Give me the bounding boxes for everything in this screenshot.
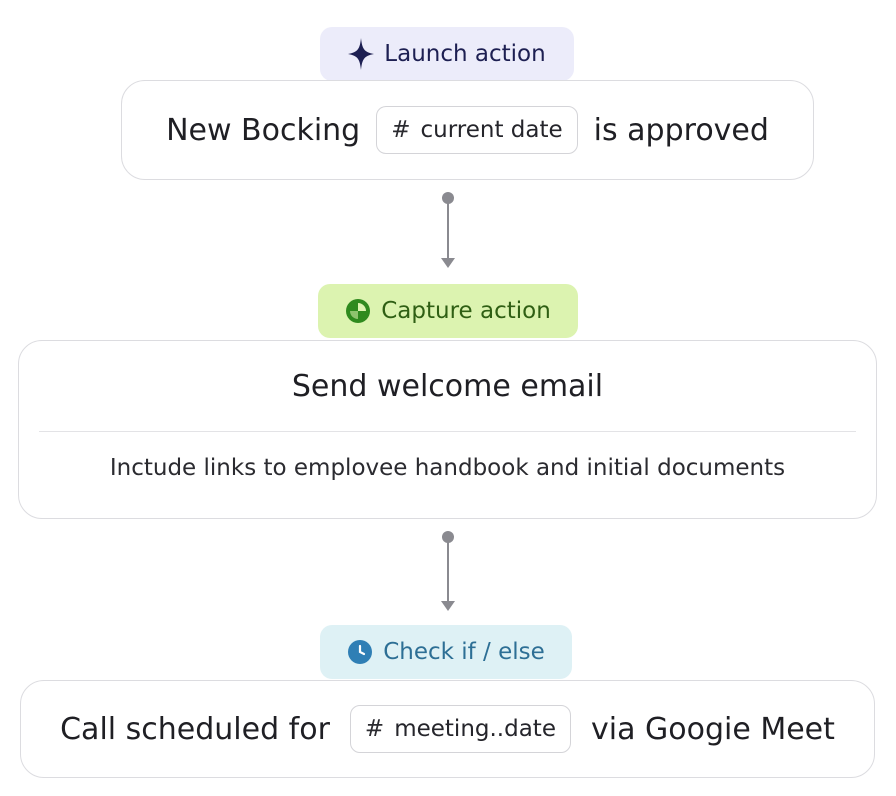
trigger-card[interactable]: New Bocking # current date is approved [121,80,814,180]
clock-icon [347,639,373,665]
check-if-else-badge[interactable]: Check if / else [320,625,572,679]
email-title: Send welcome email [291,369,604,404]
launch-action-label: Launch action [384,41,546,67]
hash-icon: # [364,716,385,742]
trigger-text-after: is approved [593,112,769,148]
token-label: current date [420,117,563,143]
capture-action-label: Capture action [381,298,551,324]
check-if-else-label: Check if / else [383,639,545,665]
pie-chart-icon [345,298,371,324]
meeting-text-before: Call scheduled for [60,711,330,747]
connector-arrow [441,192,455,268]
meeting-card[interactable]: Call scheduled for # meeting..date via G… [20,680,875,778]
token-label: meeting..date [394,716,556,742]
hash-icon: # [391,117,411,143]
sparkle-icon [348,38,375,70]
meeting-date-token[interactable]: # meeting..date [349,705,571,753]
trigger-text-before: New Bocking [166,112,361,148]
email-card[interactable]: Send welcome email Inctude links to empl… [18,340,877,519]
email-description: Inctude links to emplovee handbook and i… [109,455,786,481]
meeting-text-after: via Googie Meet [590,711,835,747]
connector-arrow [441,531,455,611]
capture-action-badge[interactable]: Capture action [318,284,578,338]
current-date-token[interactable]: # current date [376,106,578,154]
launch-action-badge[interactable]: Launch action [320,27,574,81]
divider [39,431,856,432]
